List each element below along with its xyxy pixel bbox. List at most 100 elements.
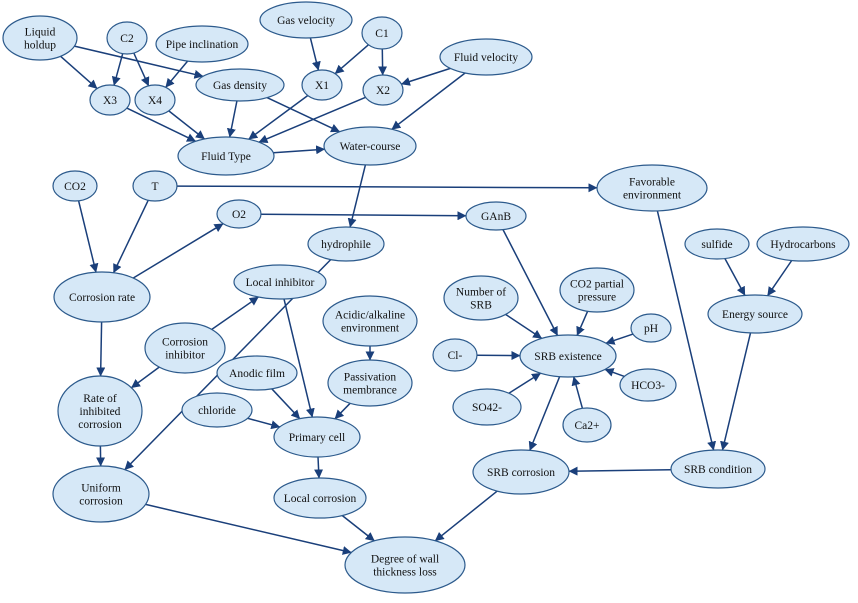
node-shape — [452, 388, 522, 426]
node-label: hydrophile — [321, 239, 371, 251]
node-label: sulfide — [701, 239, 732, 251]
edge-liquid-holdup-to-gas-density — [74, 45, 204, 79]
edge-sulfide-to-energy-source — [724, 258, 746, 296]
node-shape — [684, 228, 750, 260]
node-shape — [361, 16, 403, 50]
node-shape — [89, 84, 131, 116]
node-shape — [465, 201, 527, 231]
node-label: SRB existence — [534, 351, 601, 363]
node-x4: X4 — [134, 84, 176, 116]
node-label: Fluid velocity — [454, 52, 518, 64]
node-label: Local corrosion — [284, 493, 357, 505]
edge-gas-velocity-to-x1 — [309, 37, 321, 71]
node-label: SRB — [470, 300, 492, 312]
node-shape — [307, 226, 385, 262]
node-label: CO2 partial — [570, 279, 624, 291]
node-gas-density: Gas density — [195, 68, 285, 102]
node-label: Pipe inclination — [166, 39, 239, 51]
edge-anodic-film-to-primary-cell — [271, 388, 301, 420]
edge-ganb-to-srb-existence — [502, 229, 559, 336]
node-shape — [301, 69, 343, 101]
edge-local-inhibitor-to-primary-cell — [283, 298, 315, 418]
node-label: C1 — [375, 28, 389, 40]
node-srb-corrosion: SRB corrosion — [472, 449, 570, 495]
node-shape — [155, 25, 249, 63]
node-x3: X3 — [89, 84, 131, 116]
node-label: corrosion — [78, 419, 122, 431]
node-shape — [344, 536, 466, 594]
node-label: Gas density — [213, 80, 267, 92]
node-chloride: chloride — [181, 392, 253, 428]
edge-hco3-to-srb-existence — [604, 368, 625, 378]
node-shape — [327, 359, 413, 407]
edge-srb-existence-to-srb-corrosion — [528, 376, 561, 451]
node-shape — [596, 164, 708, 212]
node-shape — [144, 322, 226, 374]
edge-x4-to-fluid-type — [168, 110, 205, 140]
edge-gas-density-to-water-course — [266, 96, 341, 133]
node-shape — [273, 416, 361, 458]
node-shape — [559, 267, 635, 313]
node-shape — [630, 313, 672, 343]
node-srb-condition: SRB condition — [670, 449, 766, 489]
node-shape — [132, 170, 178, 202]
node-label: C2 — [120, 33, 134, 45]
edge-co2-to-corrosion-rate — [77, 200, 99, 273]
node-shape — [181, 392, 253, 428]
edge-so4-to-srb-existence — [508, 372, 542, 394]
node-label: inhibited — [80, 406, 121, 418]
node-label: thickness loss — [373, 567, 437, 579]
edge-favorable-env-to-srb-condition — [656, 210, 717, 451]
node-shape — [443, 275, 519, 321]
edge-local-corrosion-to-degree-loss — [341, 514, 375, 542]
edge-srb-condition-to-srb-corrosion — [568, 466, 672, 476]
node-corrosion-rate: Corrosion rate — [53, 271, 151, 323]
node-label: Uniform — [81, 483, 121, 495]
node-shape — [52, 170, 98, 202]
edge-c2-to-x3 — [111, 53, 124, 86]
node-label: HCO3- — [631, 380, 665, 392]
node-label: Degree of wall — [371, 554, 439, 566]
node-ca: Ca2+ — [562, 407, 612, 443]
node-shape — [322, 295, 418, 347]
edge-ca-to-srb-existence — [571, 376, 584, 409]
edge-fluid-velocity-to-water-course — [391, 72, 466, 130]
node-water-course: Water-course — [323, 126, 417, 166]
node-label: chloride — [198, 405, 236, 417]
node-label: pressure — [578, 292, 616, 304]
node-shape — [707, 294, 803, 334]
node-label: Rate of — [83, 393, 117, 405]
edge-water-course-to-hydrophile — [347, 164, 367, 228]
node-label: SRB corrosion — [487, 467, 555, 479]
node-shape — [2, 15, 78, 61]
node-c1: C1 — [361, 16, 403, 50]
node-label: Acidic/alkaline — [335, 310, 405, 322]
node-label: Water-course — [340, 141, 401, 153]
node-label: Energy source — [722, 309, 788, 321]
node-label: holdup — [24, 40, 56, 52]
edge-corrosion-inhibitor-to-rate-inhibited — [130, 366, 160, 389]
edge-pipe-inclination-to-x4 — [165, 60, 189, 88]
node-label: Favorable — [629, 177, 675, 189]
node-label: corrosion — [79, 496, 123, 508]
edge-hydrocarbons-to-energy-source — [766, 260, 793, 297]
node-label: inhibitor — [165, 350, 205, 362]
edge-ph-to-srb-existence — [605, 333, 634, 345]
node-fluid-velocity: Fluid velocity — [439, 38, 533, 76]
node-label: Fluid Type — [201, 151, 251, 163]
node-label: Number of — [456, 287, 506, 299]
edge-gas-density-to-fluid-type — [226, 100, 238, 138]
node-srb-existence: SRB existence — [519, 334, 617, 378]
node-shape — [562, 407, 612, 443]
node-shape — [233, 264, 327, 300]
edge-uniform-corrosion-to-degree-loss — [145, 503, 352, 555]
edge-t-to-favorable-env — [176, 183, 598, 193]
node-shape — [362, 74, 404, 106]
edge-passivation-to-primary-cell — [334, 402, 351, 420]
